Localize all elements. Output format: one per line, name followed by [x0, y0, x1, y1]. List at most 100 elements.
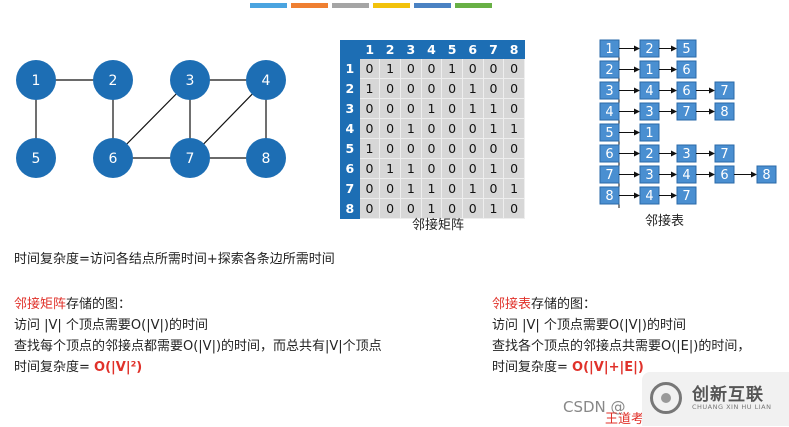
matrix-cell: 0	[441, 78, 463, 99]
adjlist-node: 6	[714, 165, 735, 184]
top-bar-3	[332, 3, 369, 8]
matrix-cell: 1	[359, 78, 381, 99]
matrix-col-header: 2	[379, 40, 401, 59]
adjlist-node: 6	[676, 81, 697, 100]
adjlist-node: 5	[676, 39, 697, 58]
left-complexity-value: O(|V|²)	[94, 360, 143, 375]
matrix-col-header: 3	[400, 40, 422, 59]
matrix-cell: 0	[400, 198, 422, 219]
left-line-1: 访问 |V| 个顶点需要O(|V|)的时间	[14, 318, 208, 333]
left-line-3-prefix: 时间复杂度=	[14, 360, 95, 375]
graph-node-4: 4	[246, 60, 286, 100]
right-complexity-value: O(|V|+|E|)	[572, 360, 644, 375]
brand-logo: 创新互联 CHUANG XIN HU LIAN	[642, 372, 789, 426]
matrix-cell: 0	[462, 59, 484, 79]
top-bar-4	[373, 3, 410, 8]
matrix-cell: 0	[462, 198, 484, 219]
matrix-row-header: 4	[340, 118, 360, 139]
matrix-cell: 1	[483, 98, 505, 119]
matrix-cell: 0	[503, 138, 525, 159]
adjlist-box-label: 8	[720, 105, 728, 120]
graph-node-label: 6	[109, 151, 118, 167]
adjlist-node: 4	[676, 165, 697, 184]
adjlist-head-6: 6	[599, 144, 620, 163]
right-line-3: 时间复杂度= O(|V|+|E|)	[492, 356, 644, 375]
graph-node-1: 1	[16, 60, 56, 100]
left-line-3: 时间复杂度= O(|V|²)	[14, 356, 142, 375]
top-bar-5	[414, 3, 451, 8]
matrix-col-header: 4	[421, 40, 442, 59]
matrix-cell: 0	[421, 59, 443, 79]
matrix-cell: 0	[441, 118, 463, 139]
adjlist-box-label: 1	[645, 63, 653, 78]
adjlist-head-4: 4	[599, 102, 620, 121]
adjlist-node: 8	[756, 165, 777, 184]
graph-node-7: 7	[170, 138, 210, 178]
adjlist-node: 7	[676, 186, 697, 205]
adjlist-box-label: 6	[682, 84, 690, 99]
adjlist-box-label: 8	[762, 168, 770, 183]
adjlist-box-label: 2	[645, 42, 653, 57]
adjlist-box-label: 7	[682, 105, 690, 120]
matrix-cell: 0	[483, 59, 505, 79]
matrix-cell: 0	[503, 98, 525, 119]
matrix-cell: 0	[421, 158, 443, 179]
adjlist-box-label: 6	[682, 63, 690, 78]
adjlist-box-label: 3	[605, 84, 613, 99]
right-line-1: 访问 |V| 个顶点需要O(|V|)的时间	[492, 318, 686, 333]
adjlist-box-label: 3	[645, 168, 653, 183]
adjlist-head-5: 5	[599, 123, 620, 142]
matrix-row-header: 2	[340, 78, 360, 99]
top-bar-6	[455, 3, 492, 8]
adjlist-box-label: 4	[682, 168, 690, 183]
matrix-cell: 0	[503, 198, 525, 219]
top-bar-2	[291, 3, 328, 8]
adjlist-node: 1	[639, 60, 660, 79]
matrix-cell: 1	[379, 158, 401, 179]
graph-node-label: 3	[186, 73, 195, 89]
matrix-cell: 0	[483, 78, 505, 99]
adjlist-head-3: 3	[599, 81, 620, 100]
matrix-cell: 1	[483, 118, 505, 139]
adjlist-node: 3	[639, 102, 660, 121]
matrix-cell: 0	[503, 59, 525, 79]
graph-node-label: 4	[262, 73, 271, 89]
graph-node-label: 5	[32, 151, 41, 167]
matrix-cell: 1	[379, 59, 401, 79]
adjlist-node: 4	[639, 186, 660, 205]
matrix-cell: 0	[400, 59, 422, 79]
right-title-rest: 存储的图：	[531, 297, 597, 312]
adjlist-node: 3	[639, 165, 660, 184]
matrix-row-header: 7	[340, 178, 360, 199]
matrix-cell: 0	[441, 198, 463, 219]
left-title: 邻接矩阵存储的图：	[14, 293, 131, 312]
matrix-cell: 1	[462, 78, 484, 99]
matrix-cell: 1	[400, 158, 422, 179]
matrix-cell: 0	[400, 98, 422, 119]
logo-mark-icon	[650, 382, 682, 414]
matrix-cell: 1	[483, 198, 505, 219]
matrix-cell: 0	[379, 198, 401, 219]
matrix-cell: 0	[359, 118, 381, 139]
adjlist-box-label: 6	[720, 168, 728, 183]
adjlist-node: 2	[639, 39, 660, 58]
adjlist-box-label: 4	[645, 189, 653, 204]
matrix-cell: 0	[503, 158, 525, 179]
matrix-cell: 0	[379, 98, 401, 119]
matrix-cell: 1	[462, 178, 484, 199]
graph-node-6: 6	[93, 138, 133, 178]
adjlist-node: 2	[639, 144, 660, 163]
logo-name: 创新互联	[692, 385, 764, 405]
matrix-cell: 1	[462, 98, 484, 119]
matrix-cell: 0	[441, 178, 463, 199]
graph-node-5: 5	[16, 138, 56, 178]
graph-node-8: 8	[246, 138, 286, 178]
adjlist-head-2: 2	[599, 60, 620, 79]
adjlist-box-label: 4	[605, 105, 613, 120]
